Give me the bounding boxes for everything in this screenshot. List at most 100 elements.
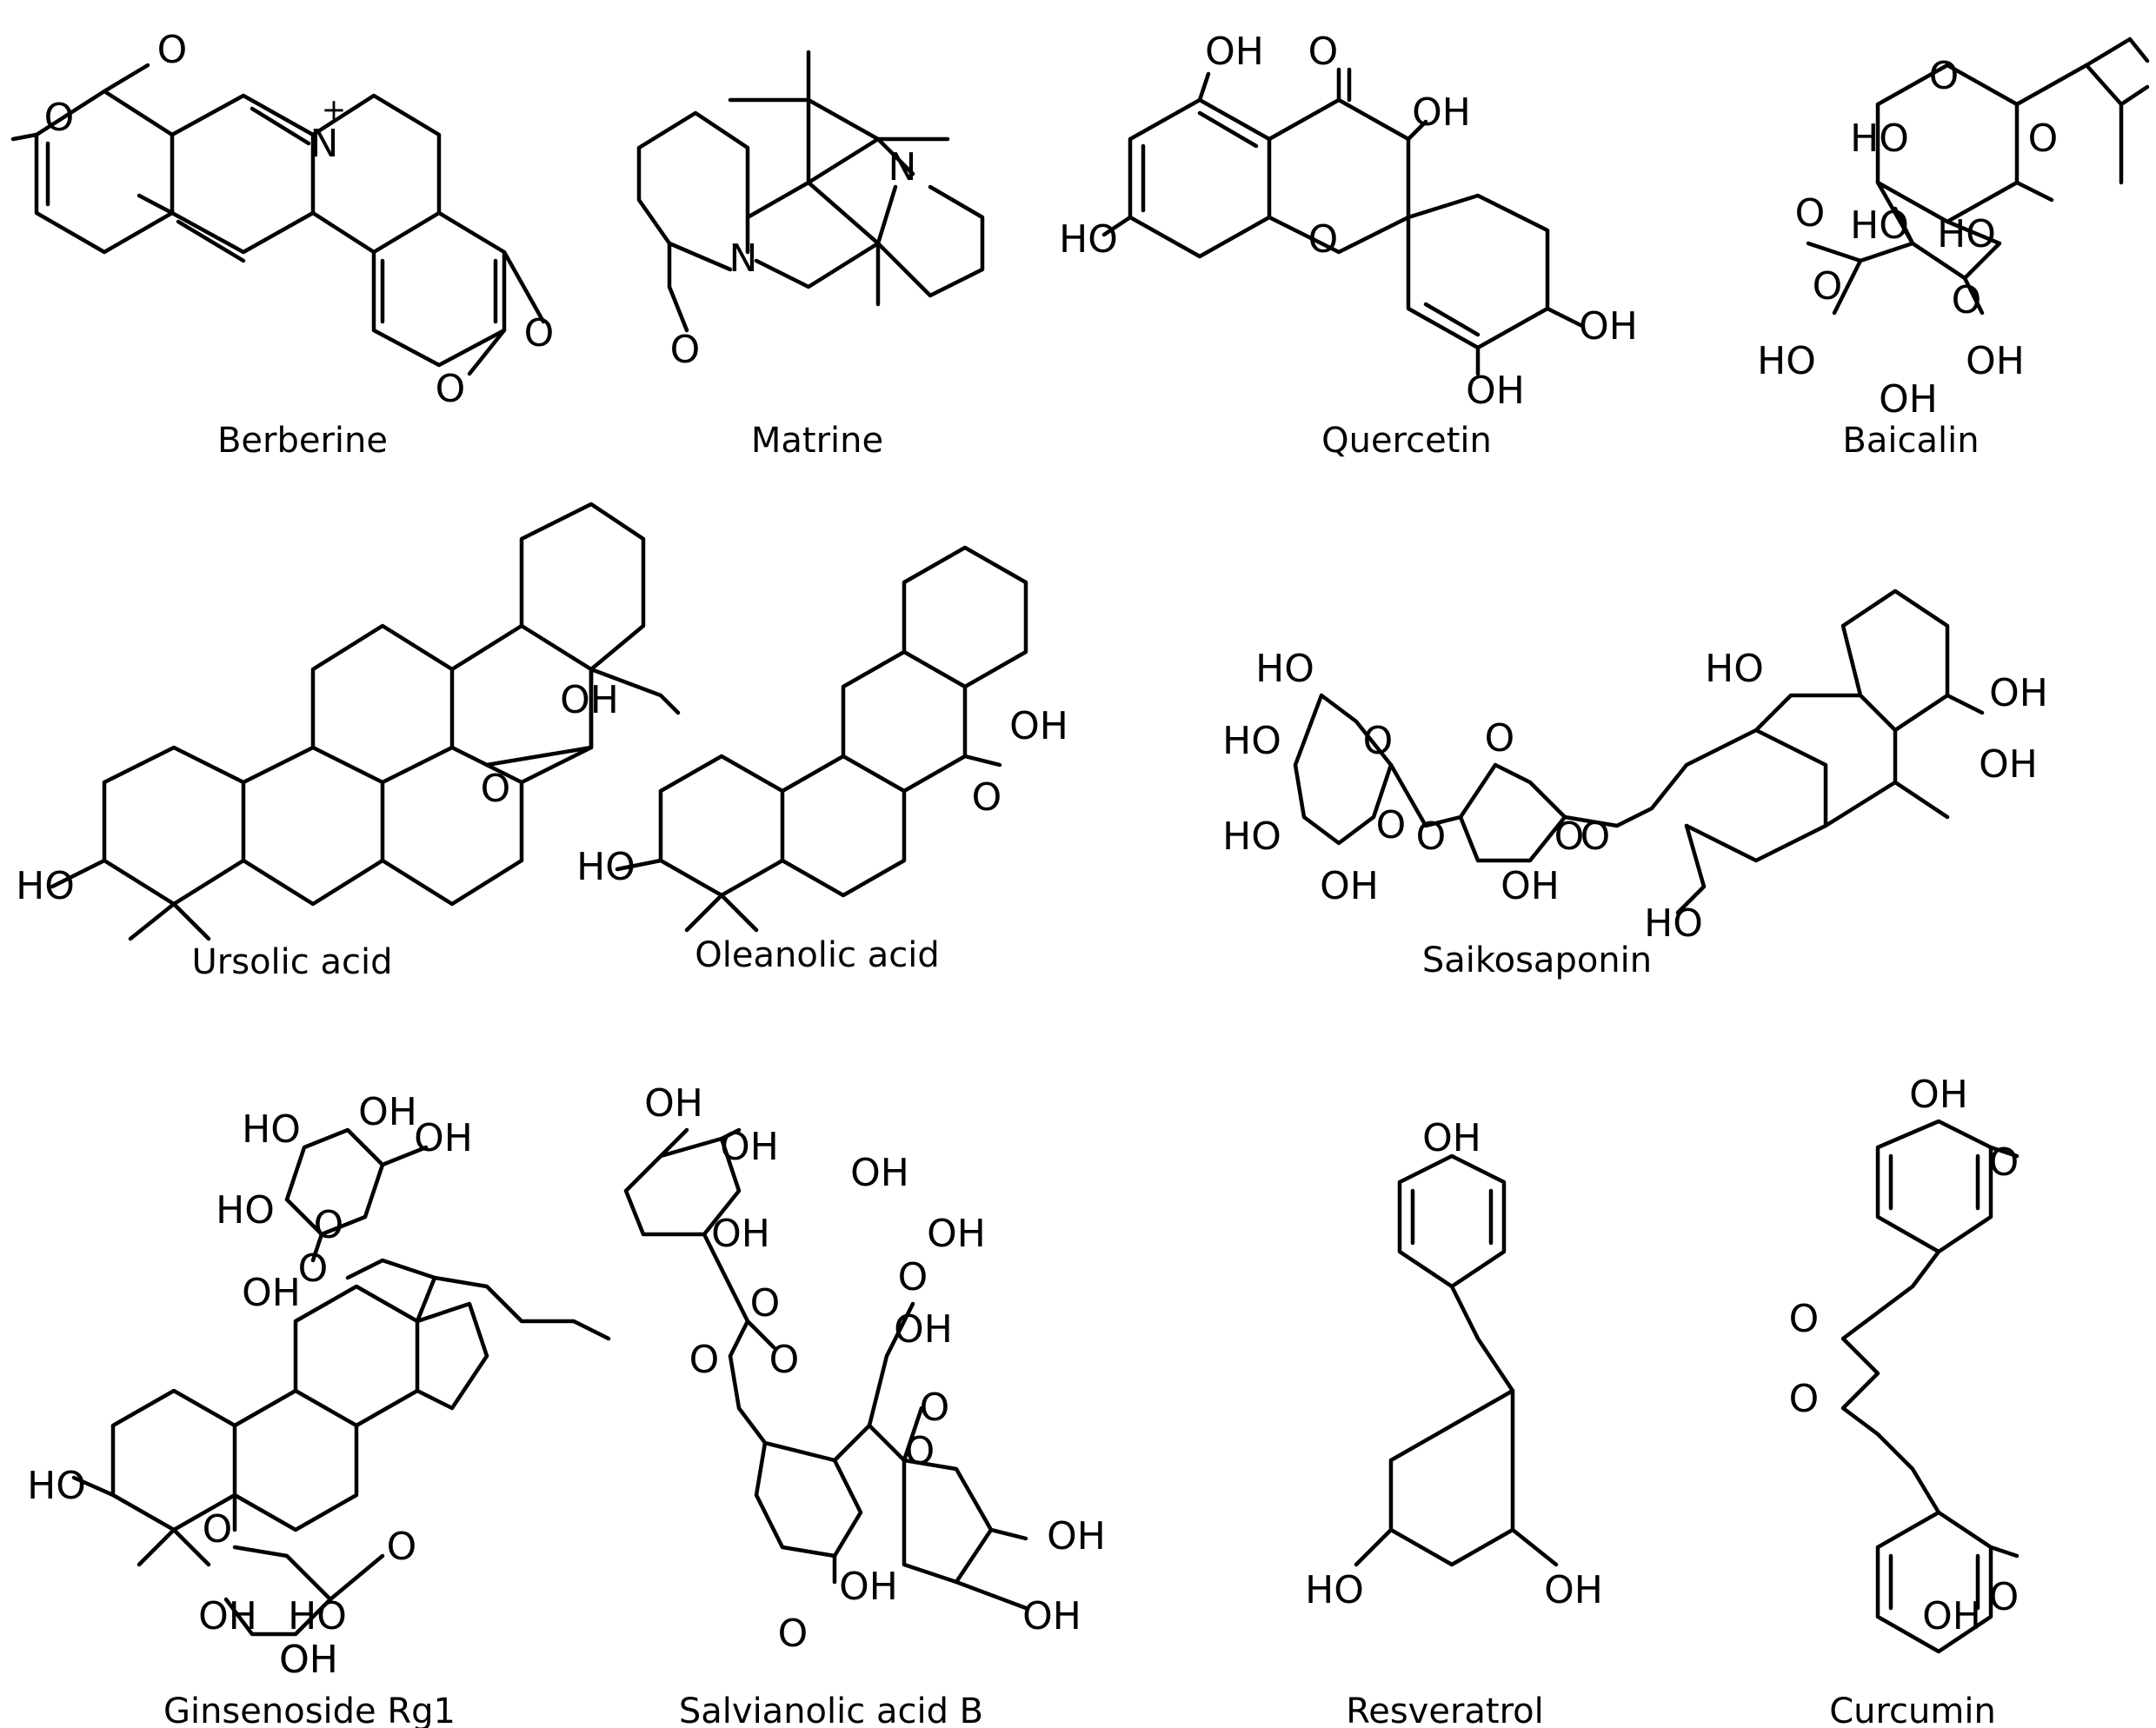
saikosaponin-bond [1840,588,1950,733]
curcumin-atom-label: OH [1922,1594,1981,1638]
resveratrol-bond [1397,1153,1507,1289]
curcumin-bond [1875,1119,1993,1254]
ginsenoside-rg1-atom-label: OH [242,1271,301,1315]
resveratrol-atom-label: HO [1305,1568,1364,1612]
ginsenoside-rg1-bond [328,1553,385,1602]
saikosaponin-atom-label: OH [1501,864,1560,908]
salvianolic-acid-b-bond [867,1301,915,1428]
curcumin-name: Curcumin [1829,1691,1996,1728]
oleanolic-acid-bond [841,649,968,794]
salvianolic-acid-b-bond [719,1127,742,1141]
berberine-atom-label: O [44,96,75,140]
ginsenoside-rg1-bond [71,1475,116,1498]
saikosaponin-atom-label: HO [1222,719,1281,763]
matrine-bond [806,180,881,246]
ursolic-acid-bond [128,901,176,941]
matrine-bond [636,110,750,246]
ginsenoside-rg1-bond [380,1145,429,1167]
baicalin-bond [1832,241,1915,316]
salvianolic-acid-b-name: Salvianolic acid B [679,1691,983,1728]
baicalin-atom-label: O [1952,278,1982,322]
salvianolic-acid-b-bond [658,1127,689,1159]
matrine-atom-label: N [729,236,758,281]
ginsenoside-rg1-bond [415,1301,489,1411]
berberine-bond [310,210,442,255]
ginsenoside-rg1-atom-label: O [314,1203,344,1247]
saikosaponin-atom-label: OH [1979,742,2038,787]
salvianolic-acid-b-atom-label: OH [894,1307,953,1352]
salvianolic-acid-b-bond [754,1440,863,1559]
berberine-bond [502,249,546,324]
baicalin-atom-label: O [1929,54,1960,98]
oleanolic-acid-atom-label: OH [1009,704,1068,748]
oleanolic-acid-bond [902,545,1028,689]
ursolic-acid-bond [171,901,211,941]
saikosaponin-bond [1388,762,1567,863]
ginsenoside-rg1-atom-label: HO [216,1188,275,1233]
ginsenoside-rg1-atom-label: OH [358,1090,417,1134]
saikosaponin-atom-label: OH [1320,864,1379,908]
ginsenoside-rg1-atom-label: O [203,1507,233,1552]
ursolic-acid-atom-label: O [481,767,511,811]
berberine-bond [170,93,316,137]
baicalin-atom-label: HO [1757,339,1816,383]
ginsenoside-rg1-bond [284,1127,385,1237]
saikosaponin-atom-label: HO [1644,901,1703,946]
resveratrol-atom-label: OH [1422,1116,1481,1160]
saikosaponin-atom-label: HO [1255,647,1314,691]
baicalin-bond [2084,37,2150,68]
ursolic-acid-bond [102,745,246,907]
saikosaponin-bond [1675,823,1707,915]
ginsenoside-rg1-bond [432,1275,611,1341]
salvianolic-acid-b-atom-label: O [898,1255,928,1299]
ginsenoside-rg1-atom-label: OH [198,1594,257,1638]
baicalin-bond [2014,63,2124,185]
salvianolic-acid-b-bond [988,1527,1028,1541]
quercetin-atom-label: O [1308,30,1339,74]
salvianolic-acid-b-bond [728,1353,768,1446]
salvianolic-acid-b-bond [954,1579,1028,1611]
quercetin-name: Quercetin [1321,421,1492,461]
curcumin-atom-label: O [1989,1575,2020,1619]
curcumin-atom-label: O [1789,1377,1820,1421]
baicalin-atom-label: O [1795,191,1826,236]
ginsenoside-rg1-atom-label: O [298,1246,329,1291]
curcumin-bond [1988,1545,2020,1559]
berberine-bond [310,93,442,216]
salvianolic-acid-b-atom-label: O [769,1338,800,1382]
saikosaponin-atom-label: O [1363,719,1394,763]
ginsenoside-rg1-atom-label: HO [288,1594,347,1638]
baicalin-name: Baicalin [1842,421,1979,461]
oleanolic-acid-bond [615,858,663,872]
quercetin-bond [1545,306,1585,329]
matrine-atom-label: O [670,328,701,372]
ursolic-acid-atom-label: OH [560,678,619,722]
berberine-bond [250,106,311,146]
ursolic-acid-bond [589,667,681,715]
resveratrol-atom-label: OH [1544,1568,1603,1612]
salvianolic-acid-b-atom-label: O [778,1612,808,1656]
matrine-bond [806,97,881,185]
oleanolic-acid-atom-label: HO [576,845,635,889]
salvianolic-acid-b-bond [902,1458,994,1585]
baicalin-bond [2014,180,2054,203]
resveratrol-bond [1354,1527,1394,1567]
oleanolic-acid-name: Oleanolic acid [695,935,939,975]
oleanolic-acid-bond [658,754,785,898]
salvianolic-acid-b-atom-label: OH [644,1081,703,1126]
curcumin-atom-label: O [1989,1140,2020,1185]
berberine-atom-label: O [524,311,555,356]
oleanolic-acid-bond [962,754,1002,768]
saikosaponin-atom-label: HO [1705,647,1764,691]
salvianolic-acid-b-bond [832,1406,924,1463]
matrine-name: Matrine [751,421,883,461]
ginsenoside-rg1-atom-label: OH [279,1638,338,1682]
quercetin-bond [1406,119,1428,142]
ginsenoside-rg1-atom-label: OH [279,1638,338,1682]
ursolic-acid-bond [50,858,107,889]
ursolic-acid-bond [380,745,524,907]
quercetin-bond [1406,193,1550,350]
saikosaponin-bond [1753,693,1898,828]
quercetin-bond [1197,71,1211,103]
ginsenoside-rg1-bond [136,1527,176,1567]
